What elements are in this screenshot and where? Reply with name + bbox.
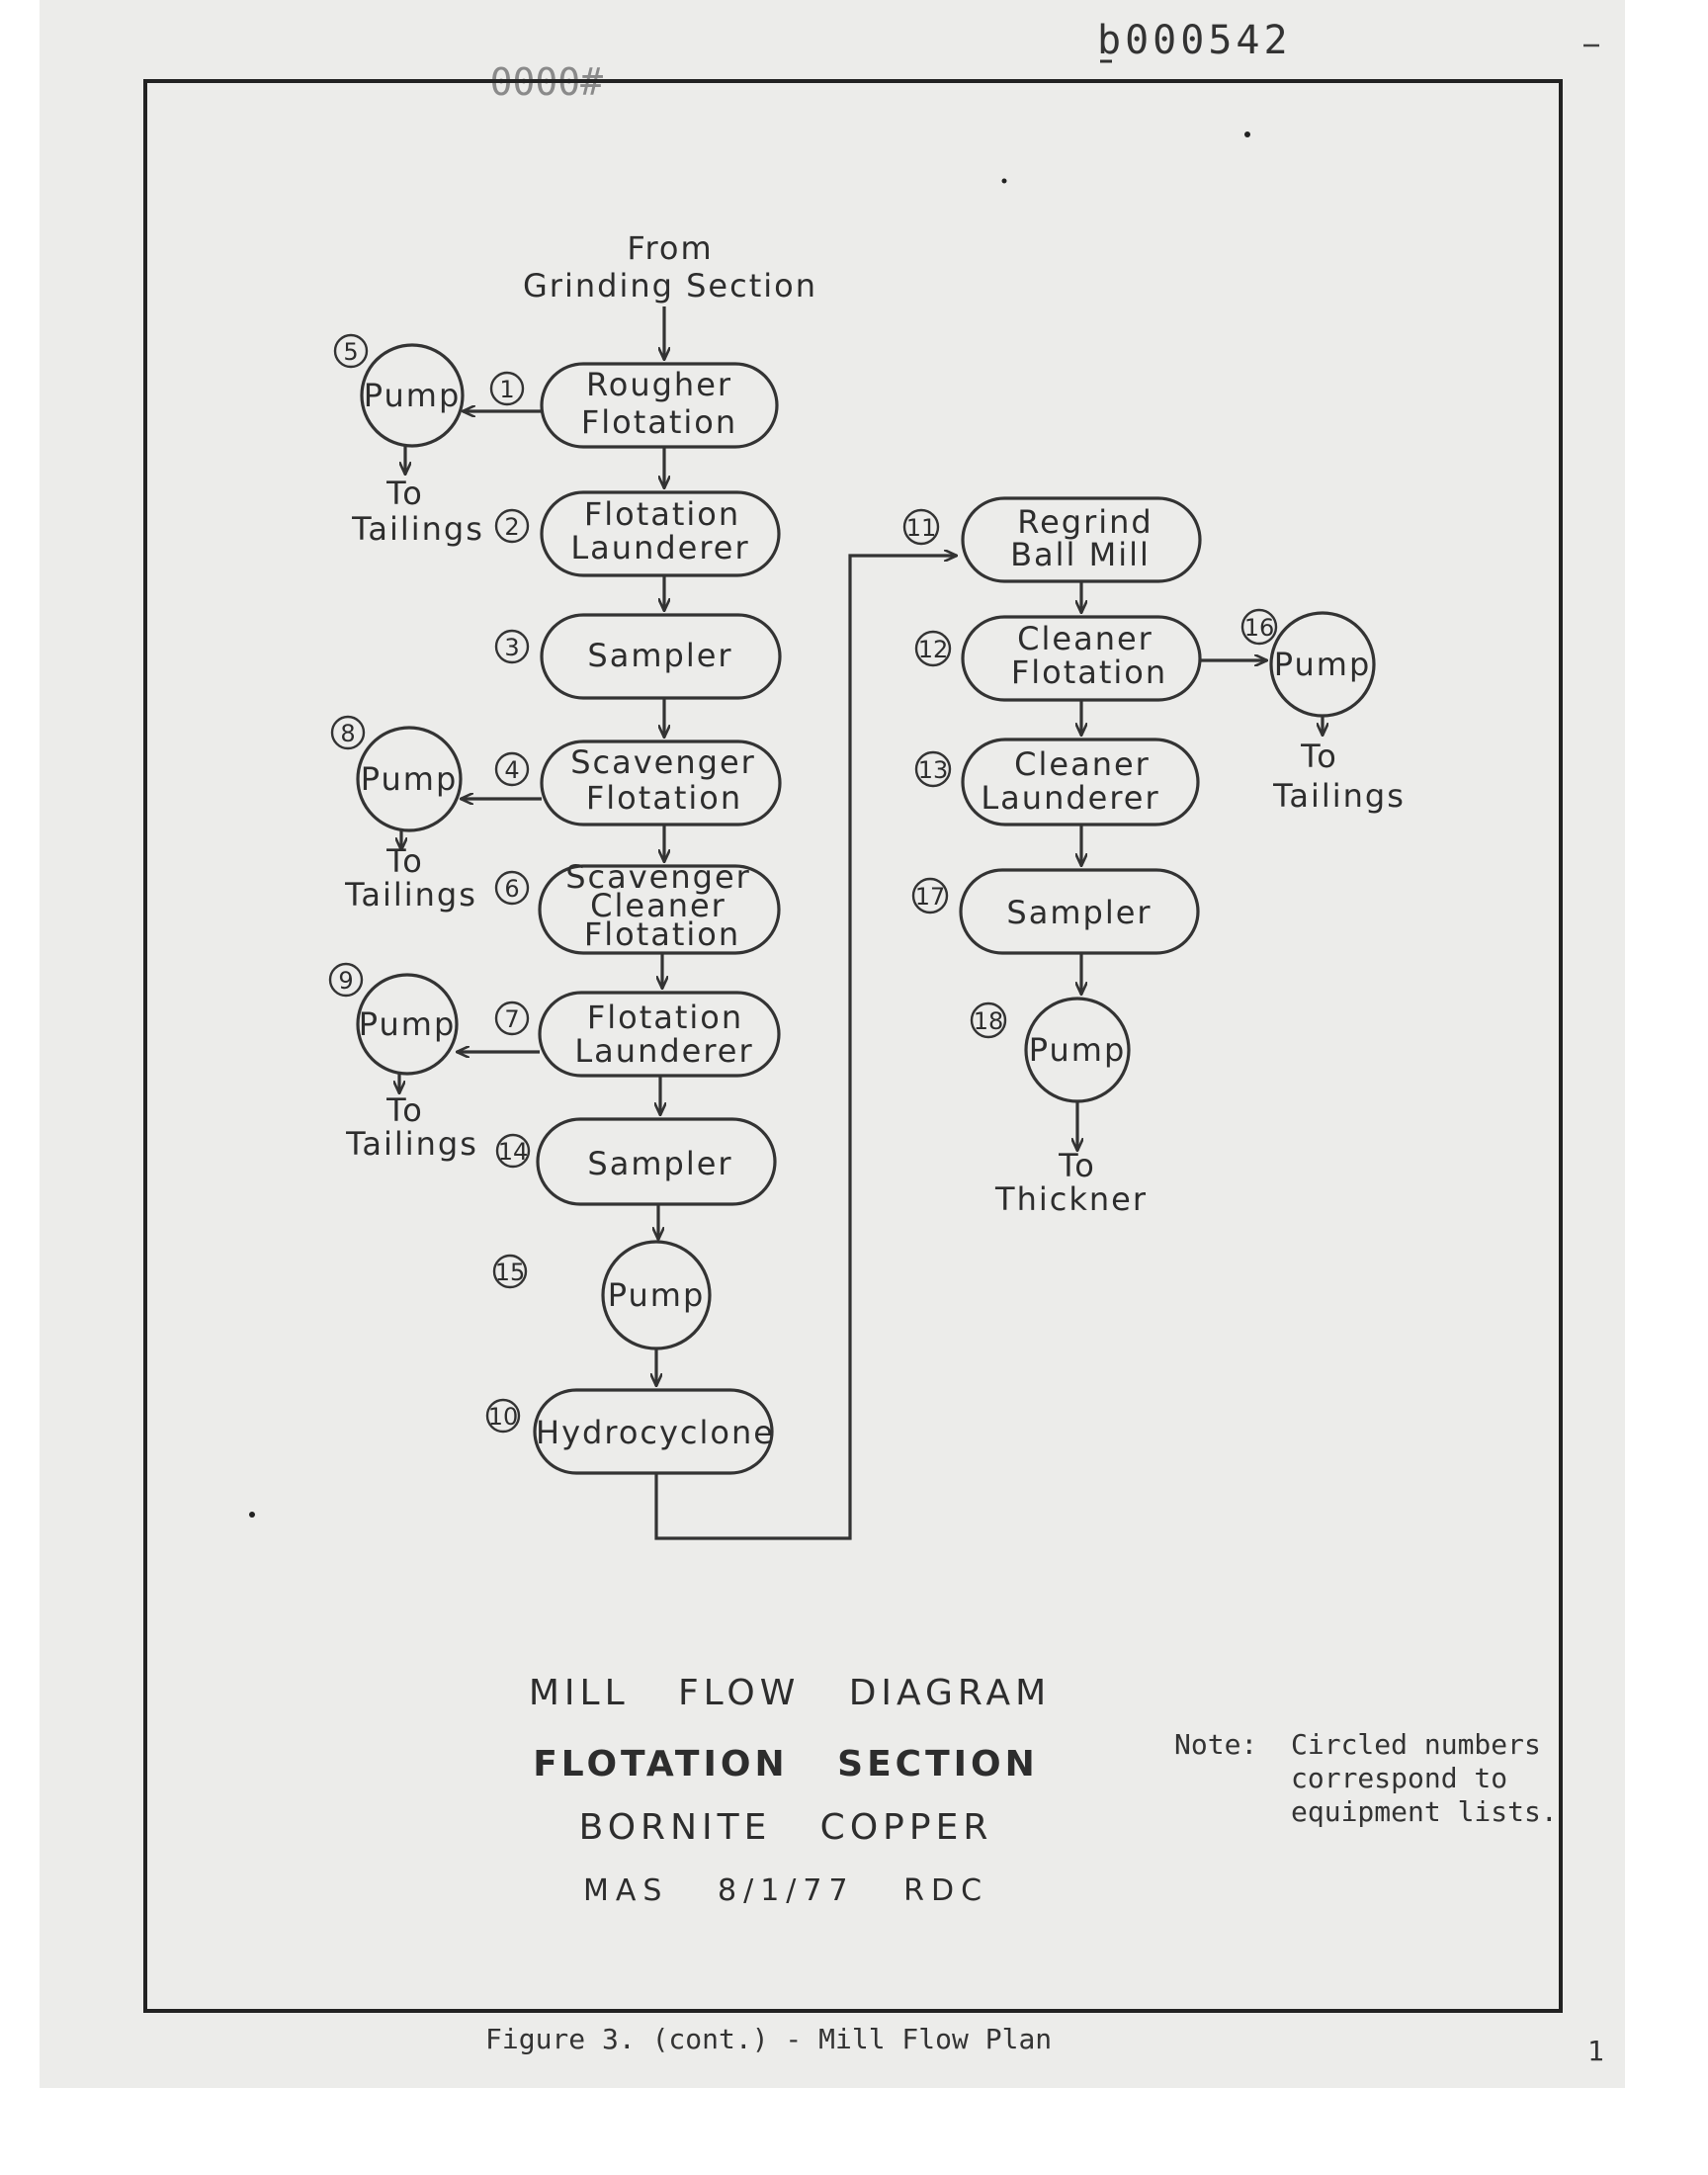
equipment-number: 9 bbox=[338, 967, 353, 995]
unit-label-line: Flotation bbox=[581, 403, 737, 441]
pump-18: Pump 18 bbox=[970, 997, 1131, 1103]
page-mark: 1 bbox=[1587, 2035, 1604, 2067]
source-label-line1: From bbox=[627, 229, 713, 267]
unit-label-line: Hydrocyclone bbox=[536, 1414, 775, 1451]
note-line: correspond to bbox=[1291, 1762, 1507, 1794]
title-line-3: BORNITE COPPER bbox=[579, 1807, 993, 1848]
unit-label-line: Flotation bbox=[1011, 653, 1167, 691]
drawing-frame bbox=[143, 79, 1563, 2013]
note-label: Note: bbox=[1174, 1728, 1257, 1761]
equipment-number: 7 bbox=[504, 1005, 519, 1033]
title-line-4: MAS 8/1/77 RDC bbox=[583, 1873, 988, 1908]
equipment-number: 10 bbox=[488, 1403, 519, 1431]
tailings-label: Tailings bbox=[1272, 777, 1406, 815]
unit-label-line: Scavenger bbox=[570, 743, 756, 781]
unit-label-line: Launderer bbox=[981, 779, 1159, 817]
note-line: Circled numbers bbox=[1291, 1728, 1541, 1761]
equipment-number: 5 bbox=[343, 338, 358, 366]
pump-15: Pump 15 bbox=[492, 1240, 712, 1350]
pump-9: Pump 9 bbox=[328, 962, 459, 1076]
equipment-number: 6 bbox=[504, 875, 519, 903]
equipment-number: 14 bbox=[498, 1138, 529, 1166]
tailings-label: Tailings bbox=[345, 1125, 478, 1163]
unit-rougher-flotation: Rougher Flotation 1 bbox=[489, 362, 779, 449]
unit-label-line: Launderer bbox=[570, 529, 749, 566]
unit-label-line: Flotation bbox=[584, 495, 740, 533]
tailings-label: To bbox=[385, 1091, 424, 1129]
unit-label-line: Cleaner bbox=[1014, 745, 1151, 783]
unit-sampler-1: Sampler 3 bbox=[494, 613, 782, 700]
equipment-number: 11 bbox=[906, 514, 937, 542]
pump-label: Pump bbox=[608, 1276, 706, 1314]
unit-label-line: Flotation bbox=[586, 779, 742, 817]
unit-label-line: Sampler bbox=[1006, 894, 1152, 931]
equipment-number: 17 bbox=[915, 883, 946, 911]
unit-label-line: Launderer bbox=[574, 1032, 753, 1070]
unit-label-line: Flotation bbox=[584, 915, 740, 953]
pump-label: Pump bbox=[361, 760, 459, 798]
unit-label-line: Sampler bbox=[587, 1145, 732, 1182]
pump-label: Pump bbox=[1029, 1031, 1127, 1069]
unit-label-line: Sampler bbox=[587, 637, 732, 674]
unit-label-line: Cleaner bbox=[1017, 620, 1153, 657]
equipment-number: 13 bbox=[918, 756, 949, 784]
equipment-number: 4 bbox=[504, 756, 519, 784]
unit-flotation-launderer-1: Flotation Launderer 2 bbox=[494, 490, 781, 577]
unit-label-line: Regrind bbox=[1017, 503, 1153, 541]
unit-hydrocyclone: Hydrocyclone 10 bbox=[485, 1388, 775, 1475]
unit-label-line: Scavenger bbox=[565, 858, 751, 896]
equipment-number: 16 bbox=[1244, 614, 1275, 642]
tailings-label: To bbox=[385, 842, 424, 880]
unit-label-line: Ball Mill bbox=[1010, 536, 1151, 573]
transfer-line bbox=[654, 556, 957, 1540]
figure-caption: Figure 3. (cont.) - Mill Flow Plan bbox=[485, 2023, 1052, 2055]
equipment-number: 15 bbox=[495, 1259, 526, 1286]
unit-cleaner-flotation: Cleaner Flotation 12 bbox=[914, 615, 1202, 702]
unit-cleaner-launderer: Cleaner Launderer 13 bbox=[914, 738, 1200, 826]
tailings-label: Tailings bbox=[344, 876, 477, 914]
unit-scavenger-flotation: Scavenger Flotation 4 bbox=[494, 740, 782, 826]
unit-label-line: Rougher bbox=[586, 366, 732, 403]
unit-sampler-2: Sampler 14 bbox=[495, 1117, 777, 1206]
pump-label: Pump bbox=[359, 1005, 457, 1043]
equipment-number: 18 bbox=[974, 1007, 1004, 1035]
title-line-2: FLOTATION SECTION bbox=[533, 1744, 1039, 1784]
unit-regrind-ball-mill: Regrind Ball Mill 11 bbox=[902, 496, 1202, 583]
unit-label-line: Cleaner bbox=[590, 887, 726, 924]
pump-8: Pump 8 bbox=[330, 715, 463, 832]
tailings-label: To bbox=[385, 475, 424, 512]
unit-flotation-launderer-2: Flotation Launderer 7 bbox=[494, 991, 781, 1078]
equipment-number: 12 bbox=[918, 636, 949, 663]
equipment-number: 3 bbox=[504, 634, 519, 661]
pump-16: Pump 16 bbox=[1240, 608, 1376, 718]
thickner-label: To bbox=[1058, 1147, 1096, 1184]
source-label-line2: Grinding Section bbox=[523, 267, 817, 304]
equipment-number: 1 bbox=[499, 376, 514, 403]
title-line-1: MILL FLOW DIAGRAM bbox=[529, 1673, 1051, 1713]
unit-sampler-3: Sampler 17 bbox=[911, 868, 1200, 955]
pump-label: Pump bbox=[1274, 646, 1372, 683]
tailings-label: To bbox=[1300, 738, 1338, 775]
equipment-number: 2 bbox=[504, 513, 519, 541]
equipment-number: 8 bbox=[340, 720, 355, 747]
document-number: b000542 bbox=[1097, 18, 1292, 63]
pump-5: Pump 5 bbox=[333, 333, 465, 448]
thickner-label: Thickner bbox=[994, 1180, 1148, 1218]
paper-sheet bbox=[40, 0, 1625, 2088]
unit-scavenger-cleaner-flotation: Scavenger Cleaner Flotation 6 bbox=[494, 858, 781, 955]
tailings-label: Tailings bbox=[351, 510, 484, 548]
note-line: equipment lists. bbox=[1291, 1795, 1558, 1828]
pump-label: Pump bbox=[364, 377, 462, 414]
unit-label-line: Flotation bbox=[587, 999, 743, 1036]
